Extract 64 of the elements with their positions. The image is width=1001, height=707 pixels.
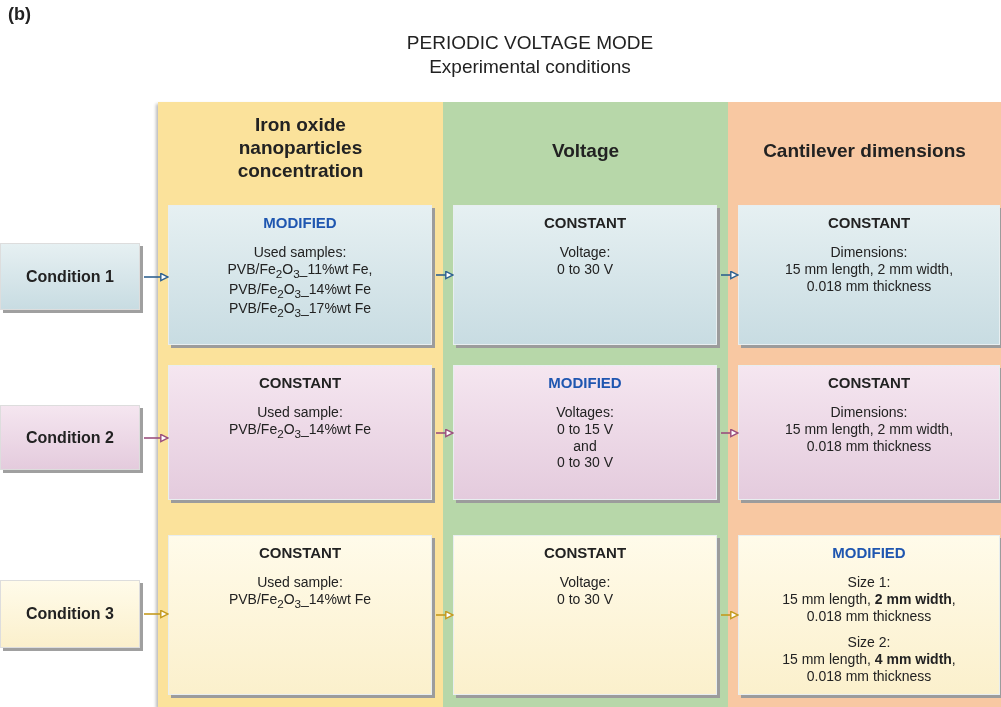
condition-text: 0 to 30 V [556,454,613,472]
condition-text: and [573,437,597,455]
condition-label: Condition 2 [26,428,114,447]
condition-text: Size 2: [847,634,891,652]
condition-label: Condition 1 [26,267,114,286]
condition-box [0,405,140,470]
condition-text: 15 mm length, 2 mm width, 0.018 mm thickness [783,420,955,455]
condition-card [738,365,1000,500]
condition-label: Condition 3 [26,605,114,623]
status-heading: CONSTANT [827,374,911,392]
arrow [143,609,169,619]
status-heading: CONSTANT [258,544,342,562]
condition-text: 15 mm length, 4 mm width, 0.018 mm thickness [781,651,957,685]
arrow [720,610,739,620]
condition-text: Size 1: [847,574,891,591]
column-band [728,102,1001,707]
condition-card [738,205,1000,345]
condition-text: Used sample: [257,404,343,421]
condition-text: Voltage: [559,574,611,591]
status-heading: MODIFIED [263,214,337,232]
condition-text: Voltages: [556,404,614,421]
status-heading: MODIFIED [548,374,622,392]
condition-text: Dimensions: [830,404,908,421]
status-heading: CONSTANT [543,214,627,232]
diagram-subtitle: Experimental conditions [428,56,632,78]
diagram-title: PERIODIC VOLTAGE MODE [405,32,655,54]
panel-label: (b) [8,4,31,25]
column-heading: Iron oxide nanoparticles concentration [236,114,365,183]
condition-text: PVB/Fe$_{2}$O$_{3}$_11%wt Fe, PVB/Fe$_{2}$O$_{3}$_14%wt Fe PVB/Fe$_{2}$O$_{3}$_17%wt Fe [226,260,374,321]
condition-text: Voltage: [559,244,611,261]
status-heading: CONSTANT [543,544,627,562]
condition-box [0,243,140,310]
column-band [158,102,443,707]
condition-text: Used samples: [253,244,347,261]
condition-text: PVB/Fe$_{2}$O$_{3}$_14%wt Fe [228,590,372,611]
condition-card [168,535,432,695]
arrow [435,270,454,280]
condition-text: PVB/Fe$_{2}$O$_{3}$_14%wt Fe [228,420,372,441]
condition-box [0,580,140,648]
condition-text: 0 to 30 V [556,590,613,608]
column-heading: Voltage [550,140,621,163]
condition-text: 15 mm length, 2 mm width, 0.018 mm thickness [783,260,955,295]
condition-card [738,535,1000,695]
arrow [720,428,739,438]
status-heading: CONSTANT [827,214,911,232]
arrow [143,272,169,282]
arrow [435,428,454,438]
condition-card [168,205,432,345]
arrow [143,433,169,443]
condition-text: 0 to 15 V [556,420,613,438]
condition-text: Dimensions: [830,244,908,261]
column-heading: Cantilever dimensions [762,140,967,163]
condition-card [453,535,717,695]
arrow [720,270,739,280]
condition-text: 0 to 30 V [556,260,613,278]
condition-card [453,365,717,500]
condition-card [168,365,432,500]
condition-card [453,205,717,345]
condition-text: Used sample: [257,574,343,591]
arrow [435,610,454,620]
status-heading: MODIFIED [832,544,906,562]
status-heading: CONSTANT [258,374,342,392]
column-band [443,102,728,707]
condition-text: 15 mm length, 2 mm width, 0.018 mm thickness [781,590,957,625]
